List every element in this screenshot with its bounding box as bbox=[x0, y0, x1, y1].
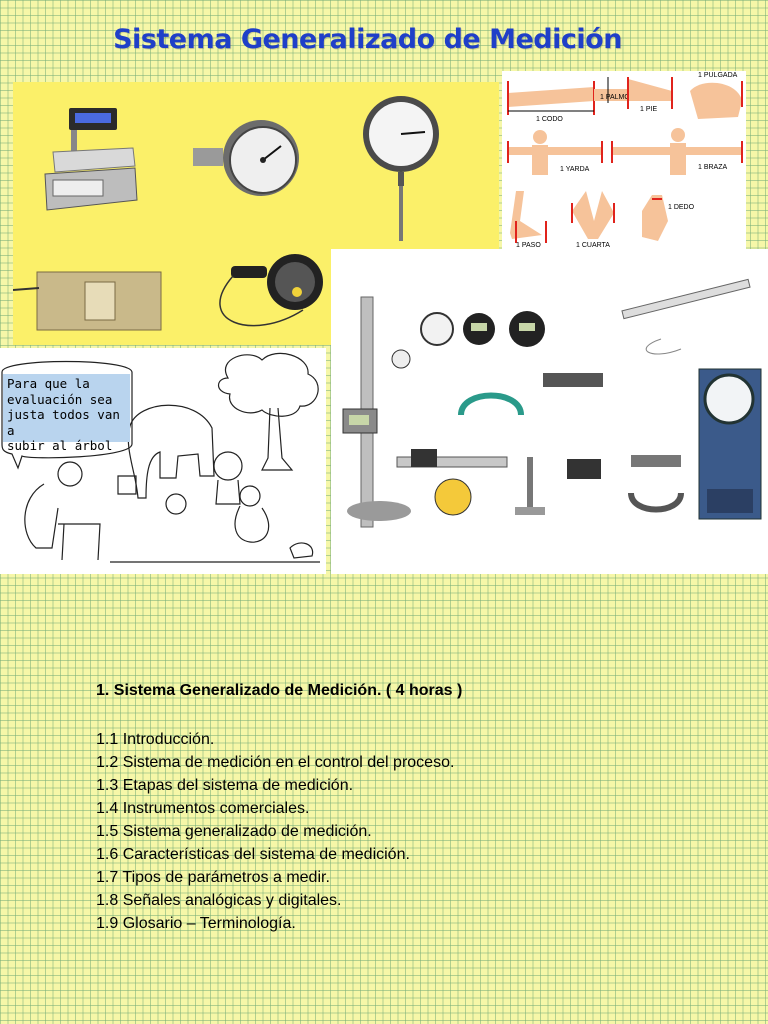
speech-bubble-text: Para que la evaluación sea justa todos v… bbox=[3, 374, 130, 453]
elephant-drawing bbox=[127, 404, 215, 499]
list-item: 1.8 Señales analógicas y digitales. bbox=[96, 892, 342, 909]
monkey-drawing bbox=[234, 485, 270, 543]
list-item: 1.3 Etapas del sistema de medición. bbox=[96, 777, 354, 794]
dial-thermometer-image bbox=[363, 96, 439, 241]
list-item: 1.5 Sistema generalizado de medición. bbox=[96, 823, 372, 840]
yarda-figure: 1 YARDA bbox=[507, 130, 603, 175]
pie-figure: 1 PIE bbox=[627, 77, 673, 113]
palmo-figure: 1 PALMO bbox=[594, 77, 630, 103]
instruments-photo-panel bbox=[13, 82, 499, 345]
digital-scale-image bbox=[44, 108, 138, 211]
syllabus-section: 1. Sistema Generalizado de Medición. ( 4… bbox=[96, 680, 736, 935]
list-item: 1.2 Sistema de medición en el control de… bbox=[96, 754, 455, 771]
unit-label: 1 CUARTA bbox=[576, 242, 610, 249]
dedo-figure: 1 DEDO bbox=[642, 195, 695, 241]
handheld-thermometer-image bbox=[219, 254, 323, 327]
syllabus-list: 1.1 Introducción. 1.2 Sistema de medició… bbox=[96, 728, 736, 935]
list-item: 1.7 Tipos de parámetros a medir. bbox=[96, 869, 330, 886]
unit-label: 1 PALMO bbox=[600, 94, 630, 101]
unit-label: 1 PIE bbox=[640, 106, 657, 113]
list-item: 1.9 Glosario – Terminología. bbox=[96, 915, 296, 932]
fishbowl-drawing bbox=[213, 451, 243, 505]
tree-drawing bbox=[217, 352, 319, 471]
speech-bubble-outline bbox=[1, 360, 133, 470]
unit-label: 1 PULGADA bbox=[698, 72, 738, 79]
micrometer-image bbox=[458, 373, 684, 513]
page-title: Sistema Generalizado de Medición bbox=[113, 24, 622, 55]
unit-label: 1 DEDO bbox=[668, 204, 695, 211]
braza-figure: 1 BRAZA bbox=[611, 128, 743, 175]
small-animals-drawing bbox=[117, 475, 314, 559]
list-item: 1.6 Características del sistema de medic… bbox=[96, 846, 410, 863]
caliper-image bbox=[396, 449, 508, 516]
syllabus-heading: 1. Sistema Generalizado de Medición. ( 4… bbox=[96, 682, 463, 699]
profile-projector-image bbox=[698, 368, 762, 520]
pulgada-figure: 1 PULGADA bbox=[690, 72, 743, 119]
list-item: 1.4 Instrumentos comerciales. bbox=[96, 800, 310, 817]
linear-scale-image bbox=[621, 278, 751, 355]
list-item: 1.1 Introducción. bbox=[96, 731, 215, 748]
depth-gauge-image bbox=[515, 457, 601, 515]
unit-label: 1 BRAZA bbox=[698, 164, 728, 171]
unit-label: 1 CODO bbox=[536, 116, 563, 123]
cuarta-figure: 1 CUARTA bbox=[571, 191, 615, 249]
unit-label: 1 PASO bbox=[516, 242, 541, 249]
codo-figure: 1 CODO bbox=[507, 81, 595, 123]
teacher-desk-drawing bbox=[24, 461, 101, 561]
pressure-gauge-image bbox=[193, 120, 299, 196]
cartoon-panel: Para que la evaluación sea justa todos v… bbox=[0, 348, 326, 574]
dial-indicators-image bbox=[391, 311, 545, 369]
unit-label: 1 YARDA bbox=[560, 166, 590, 173]
load-cell-image bbox=[13, 271, 162, 331]
height-gauge-image bbox=[342, 296, 411, 528]
measuring-tools-panel bbox=[331, 249, 768, 574]
paso-figure: 1 PASO bbox=[510, 191, 547, 249]
body-units-panel: 1 CODO 1 PALMO 1 PIE 1 PULGADA 1 YARDA bbox=[502, 71, 746, 249]
